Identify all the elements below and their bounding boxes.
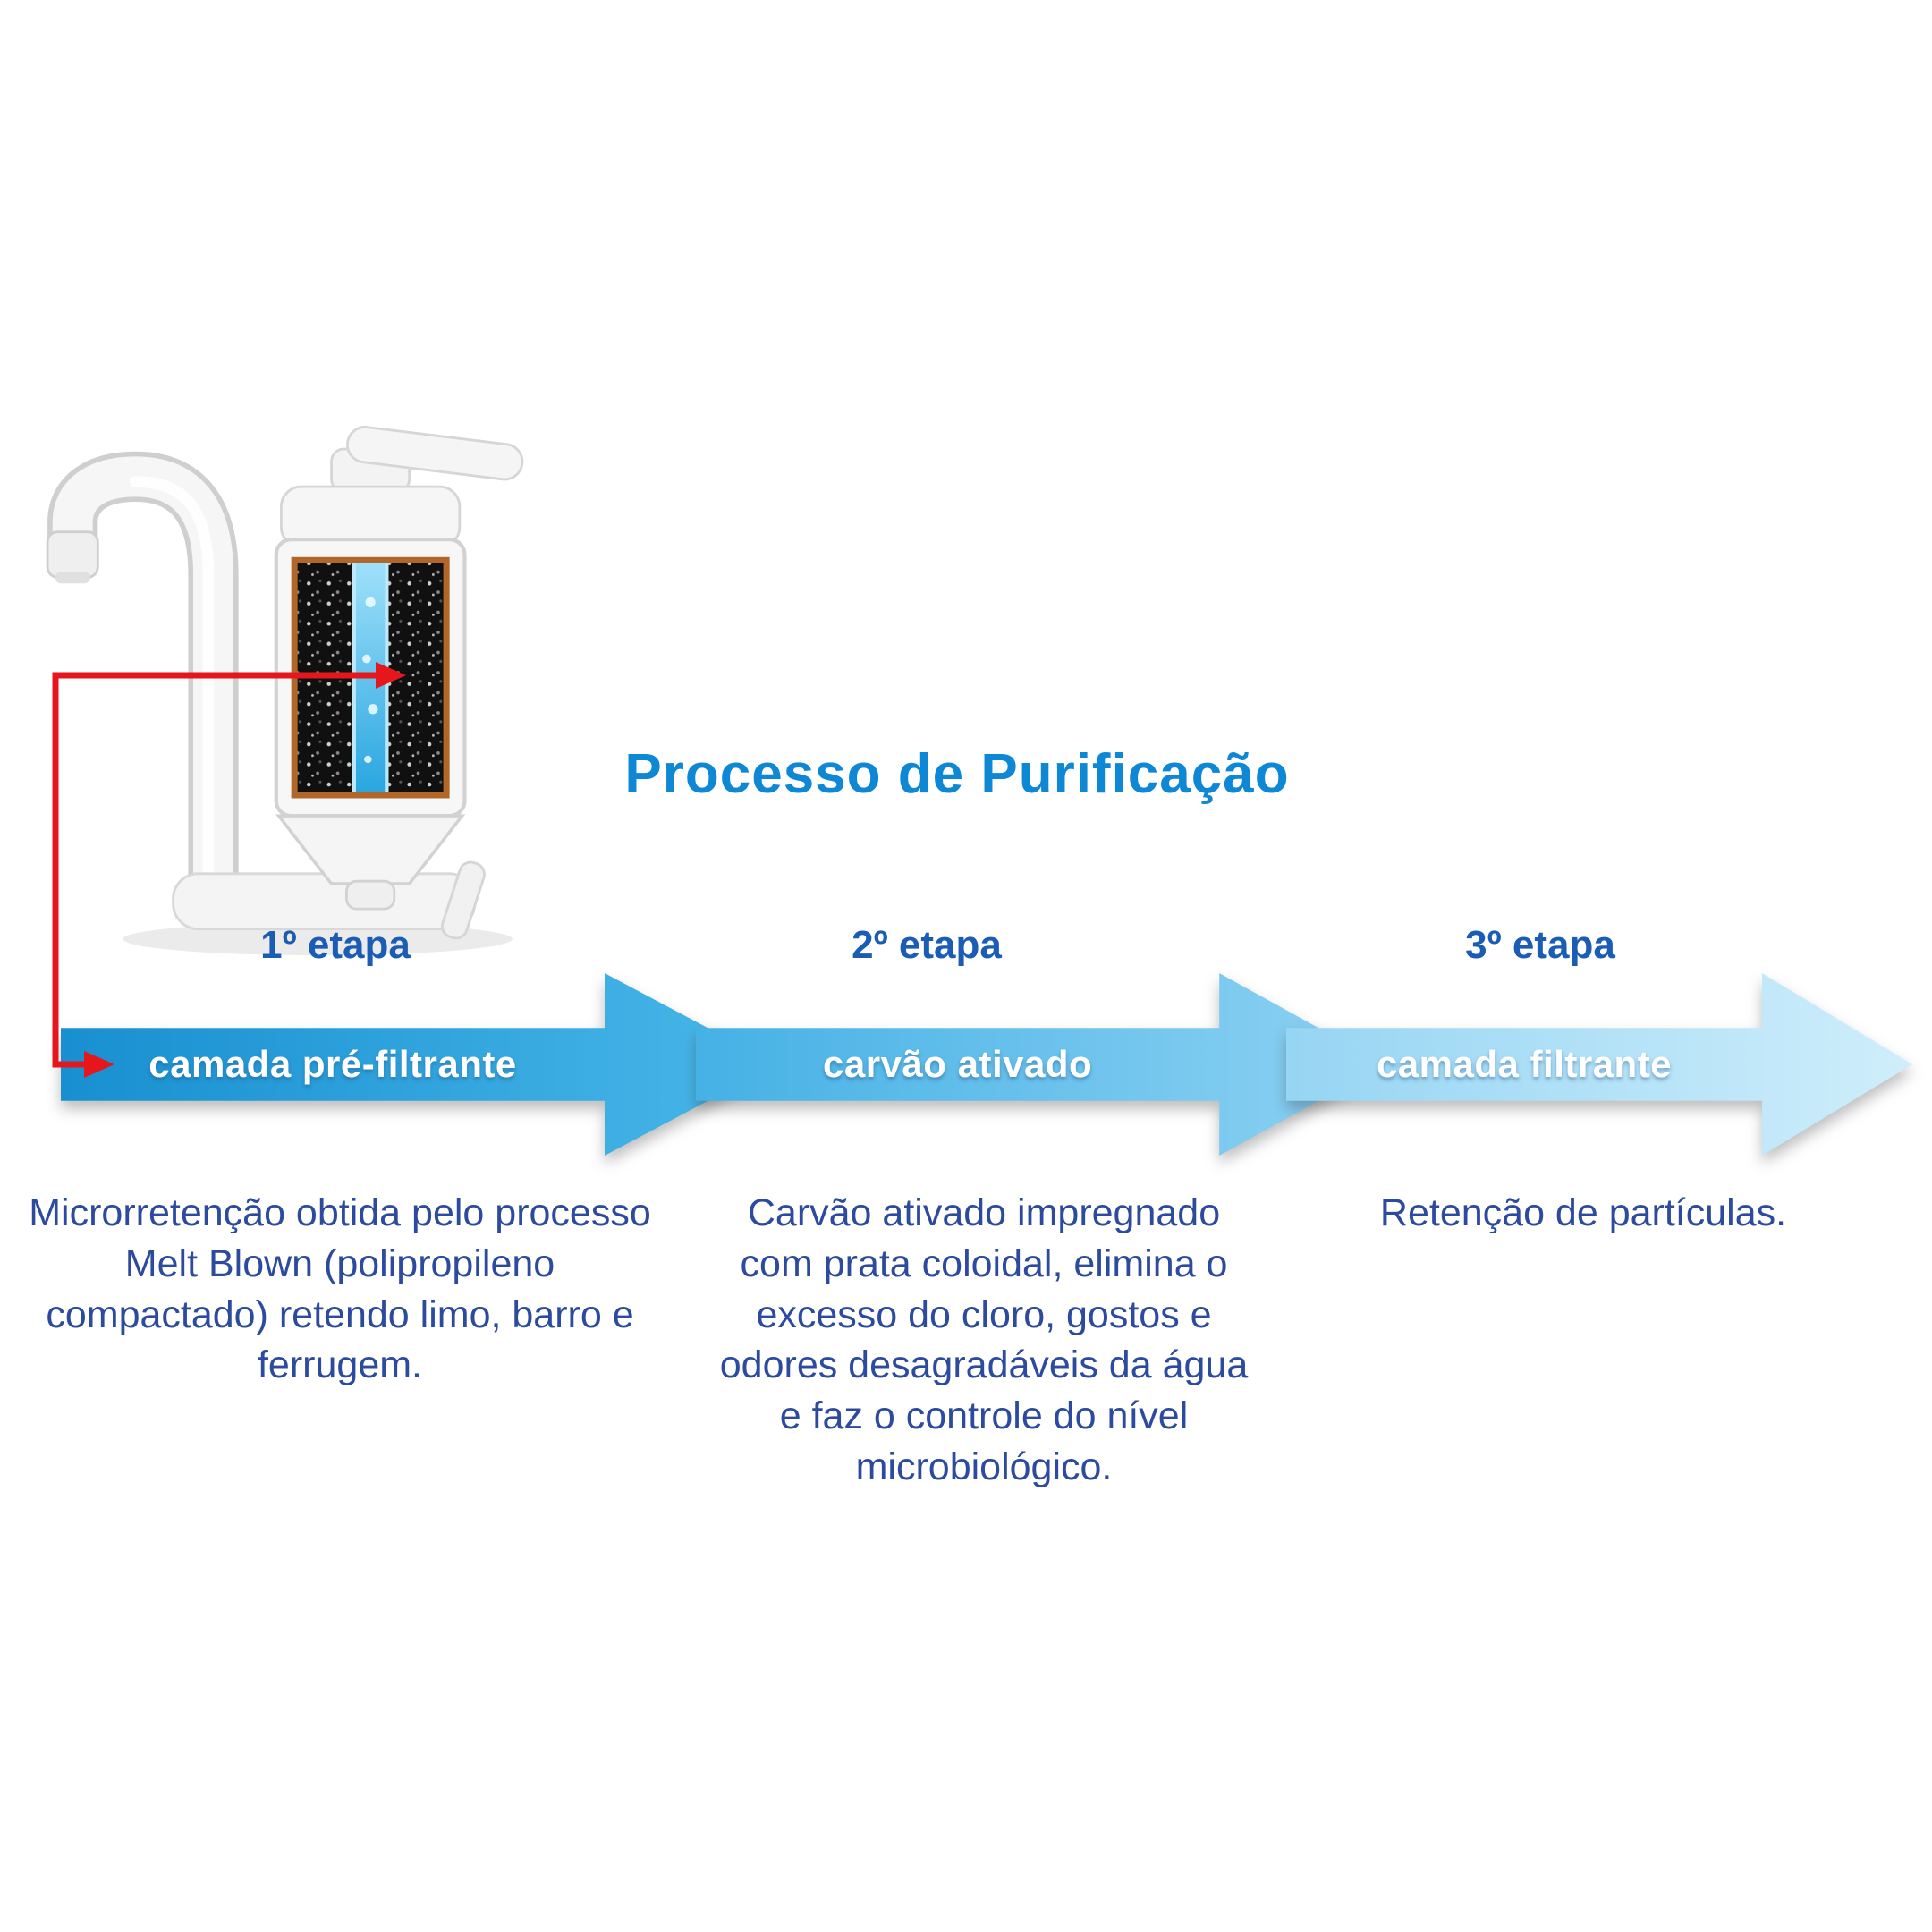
stage-2-arrow: carvão ativado [696,973,1385,1156]
stage-3-arrow: camada filtrante [1286,973,1912,1156]
stage-3-step-label: 3º etapa [1465,923,1615,967]
stage-3-arrow-label: camada filtrante [1376,1043,1673,1085]
faucet-filter-illustration [22,376,550,957]
stage-2-step-label: 2º etapa [852,923,1002,967]
stage-2-arrow-label: carvão ativado [823,1043,1093,1085]
stage-1-arrow: camada pré-filtrante [61,973,776,1156]
stage-1-description: Microrretenção obtida pelo processo Melt… [29,1191,651,1387]
stage-1-arrow-label: camada pré-filtrante [148,1043,517,1085]
stage-3-description: Retenção de partículas. [1379,1191,1787,1234]
stage-1-step-label: 1º etapa [260,923,411,967]
diagram-title: Processo de Purificação [624,743,1290,805]
stage-2-description: Carvão ativado impregnado com prata colo… [719,1191,1249,1488]
